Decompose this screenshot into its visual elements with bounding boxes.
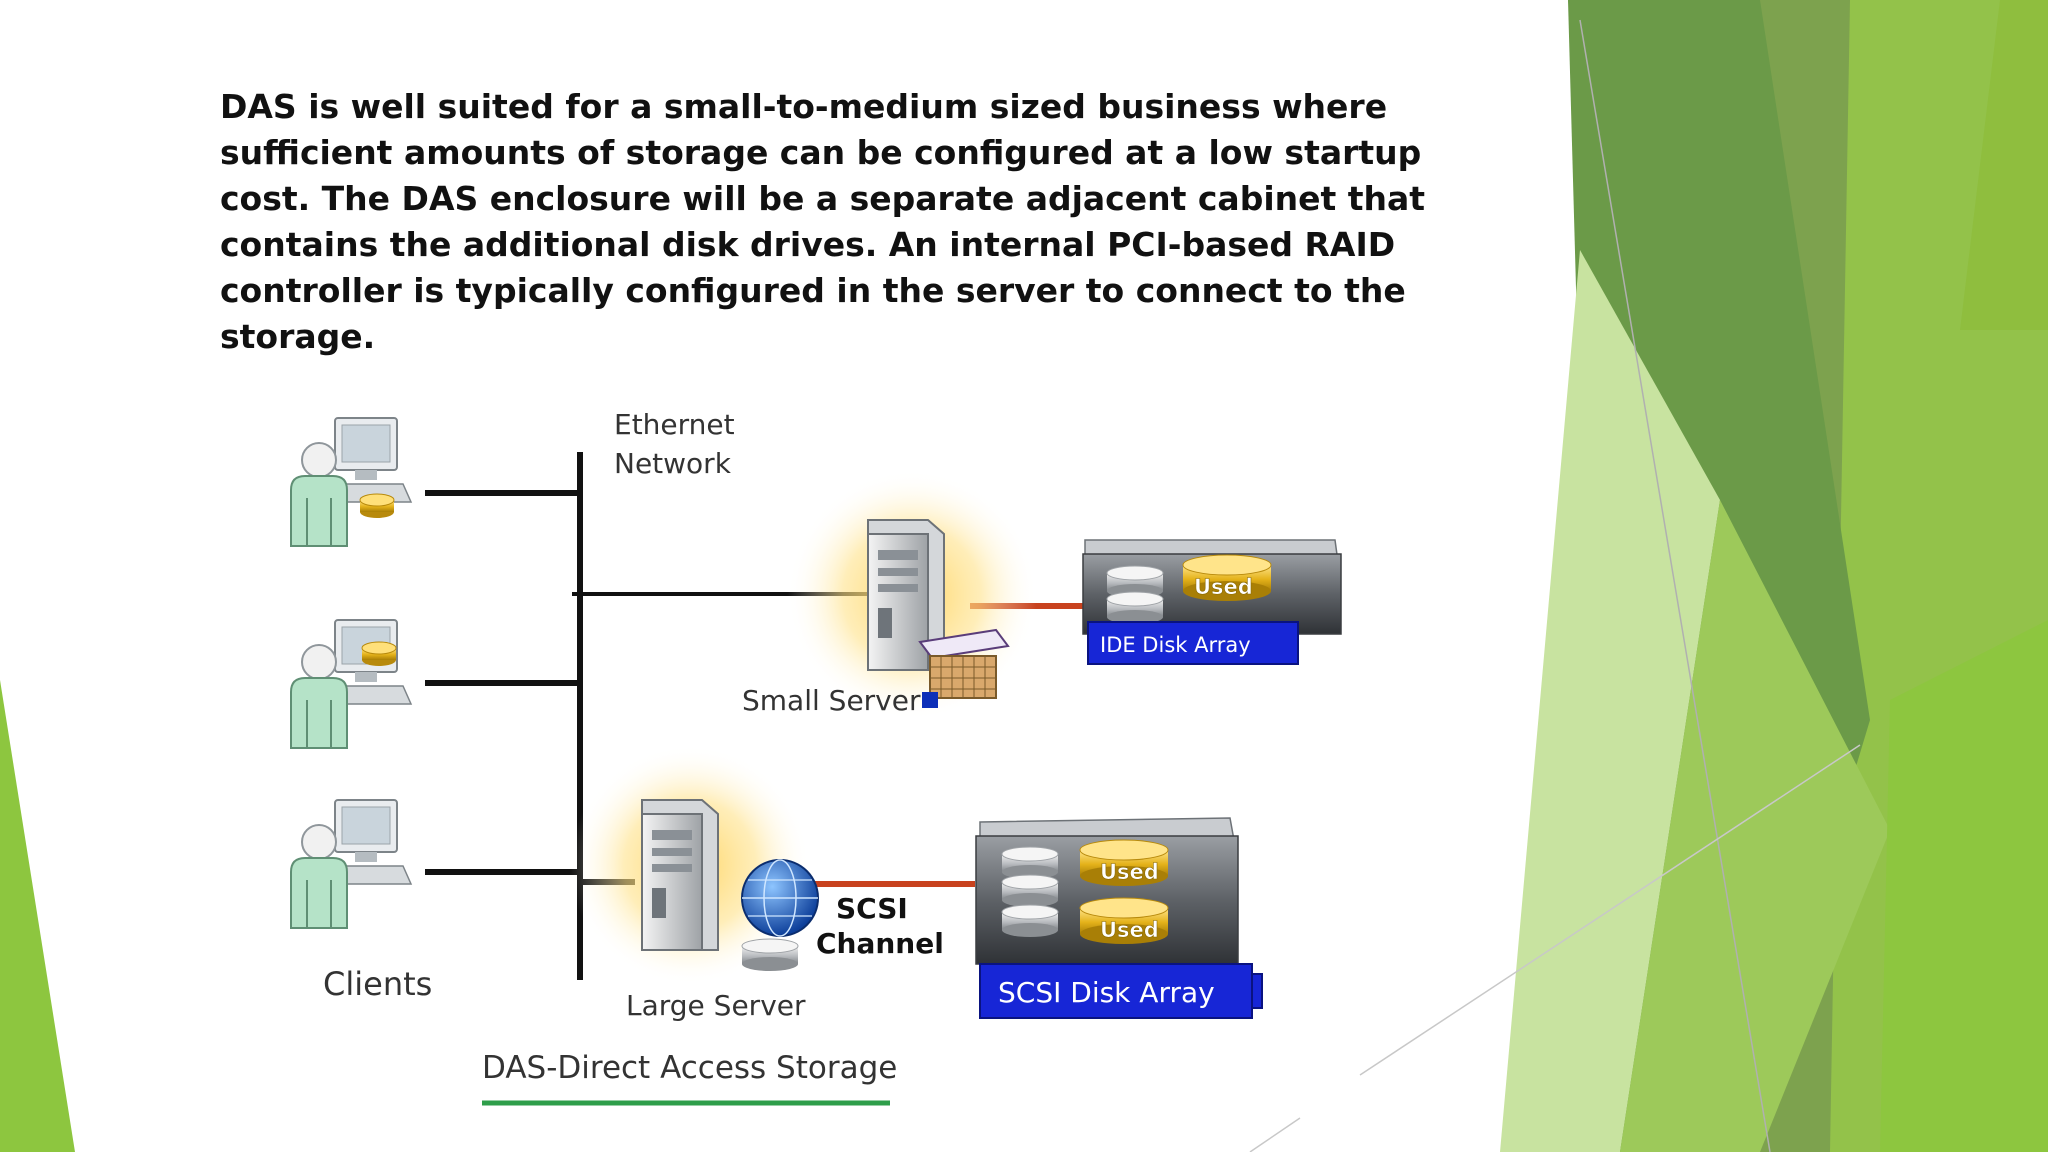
scsi-channel-line2: Channel [816,927,944,960]
scsi-array-label-bg [979,963,1253,1019]
ide-used-label: Used [1194,575,1253,599]
scsi-channel-line1: SCSI [836,892,908,925]
ide-array-label-bg [1087,621,1299,665]
clients-label: Clients [323,965,432,1003]
diagram-caption: DAS-Direct Access Storage [482,1050,897,1086]
decor-line-3 [1249,1117,1301,1152]
scsi-disk-array: Used Used SCSI Disk Array [975,817,1263,1019]
network-label-line2: Network [614,447,732,480]
decor-shape-7 [1960,0,2048,330]
decor-line-1 [1579,19,1771,1152]
disk-stack-icon [741,938,799,972]
network-label-line1: Ethernet [614,408,735,441]
das-diagram: Ethernet Network Clients Small Server [290,408,1342,1106]
small-server-label: Small Server [742,684,921,717]
large-server-label: Large Server [626,989,806,1022]
decor-line-2 [1359,744,1861,1076]
decor-shape-6 [1880,620,2048,1152]
scsi-used-label-1: Used [1100,860,1159,884]
ide-disk-array: Used IDE Disk Array [1082,539,1342,665]
body-paragraph: DAS is well suited for a small-to-medium… [220,87,1426,356]
large-server-icon [641,799,719,951]
globe-icon [741,859,819,937]
client-3 [290,799,412,929]
scsi-array-label: SCSI Disk Array [998,976,1215,1009]
ide-array-label: IDE Disk Array [1100,633,1251,657]
decor-shape-left [0,680,75,1152]
client-1 [290,417,412,547]
decor-shape-4 [1500,250,1720,1152]
scsi-used-label-2: Used [1100,918,1159,942]
decor-shape-5 [1620,500,1890,1152]
client-2 [290,619,412,749]
scsi-array-label-tab [1251,973,1263,1009]
raid-controller-icon [918,628,1010,708]
